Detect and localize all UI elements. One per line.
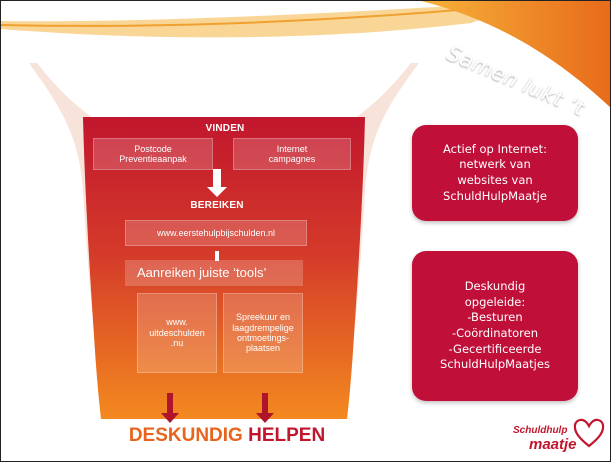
card-internet-line: netwerk van (459, 157, 531, 172)
heart-icon (573, 418, 605, 448)
card-internet-line: SchuldHulpMaatje (443, 188, 547, 203)
footer-word-deskundig: DESKUNDIG (128, 425, 243, 446)
box-url: www.eerstehulpbijschulden.nl (125, 220, 307, 246)
footer-word-helpen: HELPEN (248, 425, 326, 446)
step-vinden: VINDEN (205, 123, 245, 135)
card-deskundig-line: -Besturen (467, 310, 523, 325)
card-internet: Actief op Internet: netwerk van websites… (412, 125, 578, 221)
step-bereiken: BEREIKEN (190, 200, 244, 212)
card-deskundig-line: SchuldHulpMaatjes (440, 357, 550, 372)
box-internet: Internet campagnes (233, 138, 351, 170)
card-deskundig-line: Deskundig (464, 279, 526, 294)
card-internet-line: Actief op Internet: (443, 141, 547, 156)
corner-ribbon (1, 1, 610, 108)
logo-line1: Schuldhulp (513, 425, 568, 436)
card-deskundig-line: -Gecertificeerde (448, 341, 542, 356)
box-postcode: Postcode Preventieaanpak (93, 138, 213, 170)
box-uitdeschulden: www. uitdeschulden .nu (137, 293, 217, 373)
box-spreekuur: Spreekuur en laagdrempelige ontmoetings-… (223, 293, 303, 373)
logo-line2: maatje (529, 436, 577, 453)
footer-title: DESKUNDIG HELPEN (97, 425, 357, 447)
schuldhulpmaatje-logo: Schuldhulp maatje (511, 416, 606, 456)
card-deskundig-line: -Coördinatoren (451, 326, 538, 340)
step-tools: Aanreiken juiste ‘tools’ (125, 260, 303, 286)
card-deskundig: Deskundig opgeleide: -Besturen -Coördina… (412, 251, 578, 401)
card-internet-line: websites van (457, 173, 533, 187)
card-deskundig-line: opgeleide: (464, 294, 526, 309)
